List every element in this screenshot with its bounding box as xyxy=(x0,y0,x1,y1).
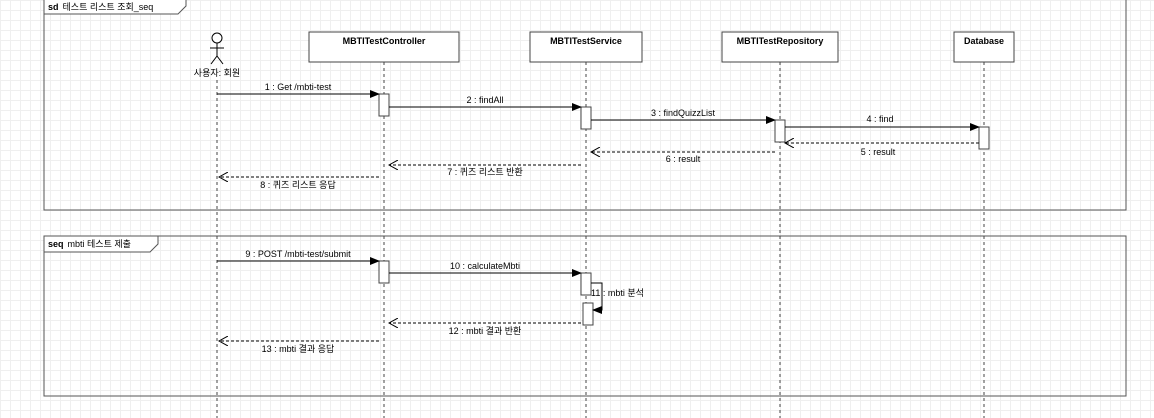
self-message-arrow xyxy=(591,282,603,314)
participant-service[interactable]: MBTITestService xyxy=(529,31,643,63)
activation-bar xyxy=(580,106,592,130)
message-label: 7 : 퀴즈 리스트 반환 xyxy=(447,166,522,177)
activation-bar xyxy=(582,302,594,326)
message-label: 4 : find xyxy=(866,114,893,124)
activation-bar xyxy=(378,93,390,117)
activation-bar xyxy=(580,272,592,296)
actor-label: 사용자: 회원 xyxy=(194,68,240,78)
activation-bar xyxy=(774,119,786,143)
stick-figure-icon[interactable] xyxy=(210,32,224,65)
participant-name: MBTITestController xyxy=(343,36,426,46)
participant-database[interactable]: Database xyxy=(953,31,1015,63)
message-label: 6 : result xyxy=(666,154,701,164)
message-label: 3 : findQuizzList xyxy=(651,108,716,118)
messages xyxy=(217,90,980,341)
message-label: 5 : result xyxy=(861,147,896,157)
activation-bar xyxy=(378,260,390,284)
message-label: 2 : findAll xyxy=(466,95,503,105)
message-label: 8 : 퀴즈 리스트 응답 xyxy=(260,179,335,190)
activations xyxy=(378,93,990,326)
lifelines xyxy=(216,62,985,418)
message-label: 9 : POST /mbti-test/submit xyxy=(245,249,351,259)
participant-repository[interactable]: MBTITestRepository xyxy=(721,31,839,63)
message-label: 10 : calculateMbti xyxy=(450,261,520,271)
message-labels: 1 : Get /mbti-test 2 : findAll 3 : findQ… xyxy=(245,82,895,354)
message-label: 1 : Get /mbti-test xyxy=(265,82,332,92)
participant-controller[interactable]: MBTITestController xyxy=(308,31,460,63)
participant-name: MBTITestRepository xyxy=(737,36,824,46)
message-label: 13 : mbti 결과 응답 xyxy=(262,343,335,354)
activation-bar xyxy=(978,126,990,150)
message-label: 11 : mbti 분석 xyxy=(591,288,644,298)
participant-name: Database xyxy=(964,36,1004,46)
participant-name: MBTITestService xyxy=(550,36,622,46)
message-label: 12 : mbti 결과 반환 xyxy=(449,325,522,336)
